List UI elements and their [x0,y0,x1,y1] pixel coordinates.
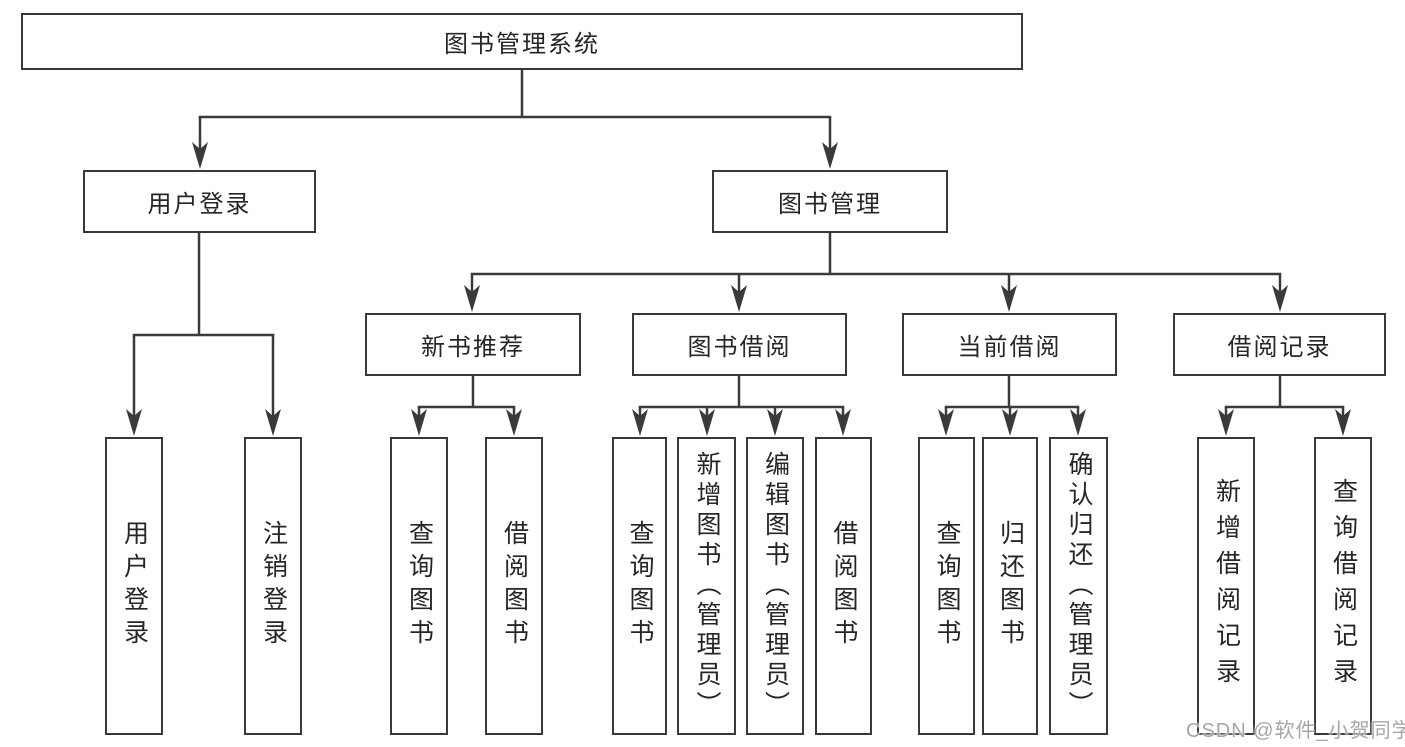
node-borrowing-records: 借阅记录 [1173,313,1386,376]
leaf-logout: 注销登录 [244,437,302,735]
leaf-confirm-return-admin: 确认归还（管理员） [1049,437,1108,735]
leaf-label: 查询图书 [405,520,434,652]
node-book-borrowing: 图书借阅 [632,313,847,376]
node-new-book-recommendation: 新书推荐 [365,313,581,376]
leaf-label: 编辑图书（管理员） [761,451,790,721]
leaf-label: 注销登录 [259,520,288,652]
watermark: CSDN @软件_小贺同学 [1186,720,1405,742]
node-label: 借阅记录 [1227,334,1332,361]
node-library-management-system: 图书管理系统 [21,13,1023,70]
node-label: 图书借阅 [687,334,792,361]
leaf-borrow-books-1: 借阅图书 [485,437,543,735]
leaf-query-borrow-record: 查询借阅记录 [1314,437,1372,735]
leaf-label: 新增图书（管理员） [693,451,721,721]
node-label: 图书管理 [778,191,882,218]
leaf-label: 确认归还（管理员） [1065,451,1093,721]
leaf-edit-books-admin: 编辑图书（管理员） [746,437,804,735]
leaf-query-books-3: 查询图书 [918,437,975,735]
node-book-management: 图书管理 [712,170,948,233]
leaf-label: 查询图书 [626,520,654,652]
leaf-add-borrow-record: 新增借阅记录 [1197,437,1255,735]
leaf-label: 查询图书 [933,520,961,652]
leaf-borrow-books-2: 借阅图书 [815,437,872,735]
leaf-label: 归还图书 [996,520,1025,652]
node-label: 新书推荐 [421,334,525,361]
node-label: 用户登录 [147,191,252,218]
leaf-label: 用户登录 [120,520,149,652]
leaf-label: 新增借阅记录 [1212,478,1241,694]
leaf-query-books-2: 查询图书 [612,437,667,735]
node-user-login: 用户登录 [83,170,316,233]
leaf-add-books-admin: 新增图书（管理员） [677,437,736,735]
node-label: 当前借阅 [957,334,1062,361]
leaf-query-books-1: 查询图书 [390,437,448,735]
node-current-borrowing: 当前借阅 [902,313,1117,376]
node-label: 图书管理系统 [444,31,600,58]
leaf-user-login: 用户登录 [105,437,163,735]
leaf-label: 借阅图书 [500,520,529,652]
leaf-return-books: 归还图书 [982,437,1038,735]
leaf-label: 借阅图书 [830,520,858,652]
leaf-label: 查询借阅记录 [1329,478,1358,694]
